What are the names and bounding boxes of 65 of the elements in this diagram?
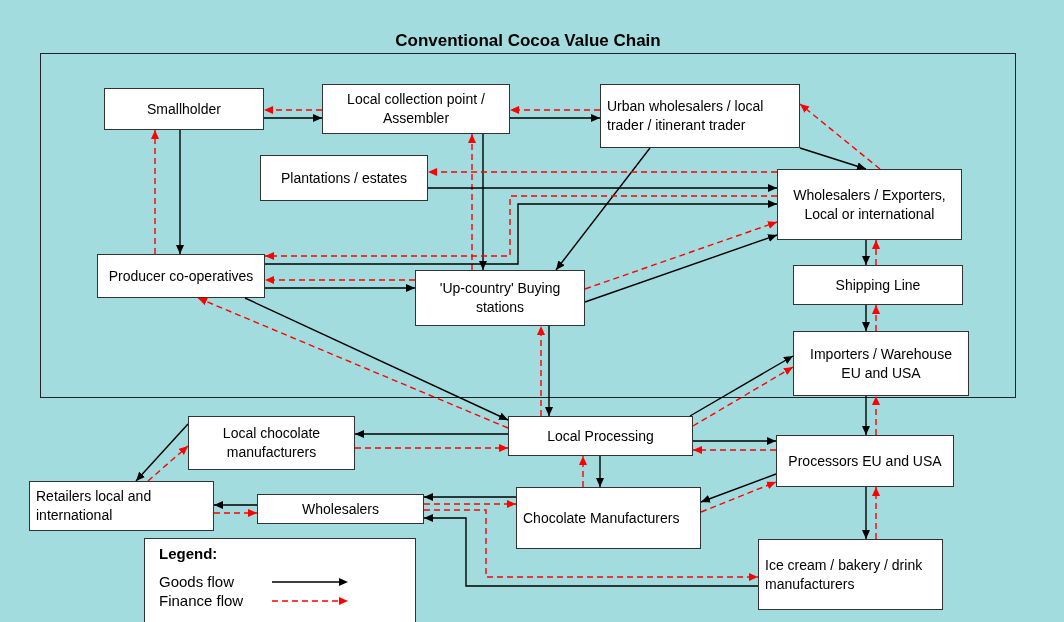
process-box: Local chocolate manufacturers xyxy=(188,416,355,470)
arrow xyxy=(213,501,258,509)
dashed-arrow xyxy=(537,325,545,417)
dashed-arrow xyxy=(147,445,189,482)
arrow xyxy=(555,147,651,271)
arrow xyxy=(176,129,184,255)
arrow xyxy=(545,325,553,417)
dashed-arrow xyxy=(872,304,880,332)
arrow xyxy=(596,455,604,488)
dashed-arrow xyxy=(264,276,416,284)
process-box: Wholesalers / Exporters, Local or international xyxy=(777,169,962,240)
process-box: Wholesalers xyxy=(257,494,424,524)
process-box: Producer co-operatives xyxy=(97,254,265,298)
dashed-arrow xyxy=(872,486,880,540)
arrow xyxy=(244,297,509,421)
process-box: Ice cream / bakery / drink manufacturers xyxy=(758,539,943,610)
dashed-arrow xyxy=(872,395,880,436)
process-box: Plantations / estates xyxy=(260,155,428,201)
dashed-arrow xyxy=(213,509,258,517)
arrow xyxy=(799,147,867,171)
arrow xyxy=(423,493,517,501)
process-box: Processors EU and USA xyxy=(776,435,954,487)
arrow xyxy=(862,239,870,266)
arrow xyxy=(263,114,323,122)
dashed-arrow xyxy=(468,133,476,271)
arrow xyxy=(509,114,601,122)
arrow xyxy=(584,234,778,303)
dashed-arrow xyxy=(423,500,517,508)
process-box: Smallholder xyxy=(104,88,264,130)
process-box: Retailers local and international xyxy=(29,481,214,531)
arrow xyxy=(700,473,777,503)
legend-heading: Legend: xyxy=(159,545,218,562)
dashed-arrow xyxy=(584,221,778,290)
frame-title: Conventional Cocoa Value Chain xyxy=(394,30,662,52)
dashed-arrow xyxy=(263,106,323,114)
legend-text: Finance flow xyxy=(159,592,245,609)
dashed-arrow xyxy=(197,297,509,429)
process-box: Importers / Warehouse EU and USA xyxy=(793,331,969,396)
arrow xyxy=(479,133,487,271)
dashed-arrow xyxy=(579,455,587,488)
dashed-arrow xyxy=(151,129,159,255)
arrow xyxy=(354,430,509,438)
arrow xyxy=(692,437,777,445)
dashed-arrow xyxy=(427,168,778,176)
arrow xyxy=(427,184,778,192)
arrow xyxy=(862,395,870,436)
arrow xyxy=(689,355,794,417)
process-box: Shipping Line xyxy=(793,265,963,305)
legend-text: Goods flow xyxy=(159,573,236,590)
arrow xyxy=(264,284,416,292)
process-box: 'Up-country' Buying stations xyxy=(415,270,585,326)
arrow xyxy=(135,423,189,482)
arrow xyxy=(862,304,870,332)
process-box: Urban wholesalers / local trader / itinerant trader xyxy=(600,84,800,148)
arrow xyxy=(862,486,870,540)
process-box: Chocolate Manufacturers xyxy=(516,487,701,549)
dashed-arrow xyxy=(692,366,794,427)
dashed-arrow xyxy=(692,446,777,454)
process-box: Local collection point / Assembler xyxy=(322,84,510,134)
dashed-arrow xyxy=(509,106,601,114)
dashed-arrow xyxy=(872,239,880,266)
dashed-arrow xyxy=(700,481,777,513)
dashed-arrow xyxy=(354,444,509,452)
dashed-arrow xyxy=(799,103,881,170)
process-box: Local Processing xyxy=(508,416,693,456)
